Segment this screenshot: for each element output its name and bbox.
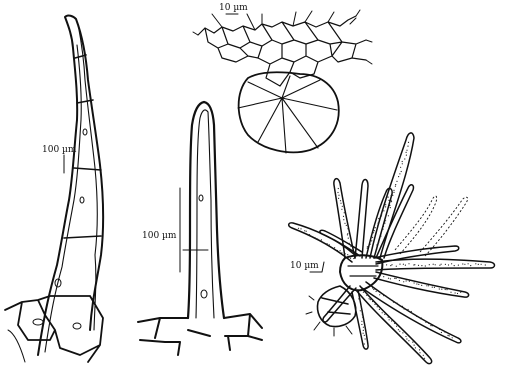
multicellular-hair	[5, 16, 103, 362]
scale-label-stellate: 10 µm	[290, 261, 319, 271]
unicellular-hair	[138, 102, 262, 355]
scale-label-multicellular-hair: 100 µm	[42, 145, 77, 155]
stellate-trichome	[289, 133, 495, 364]
scale-label-unicellular-hair: 100 µm	[142, 231, 177, 241]
scale-label-gland: 10 µm	[219, 3, 248, 13]
glandular-trichome	[193, 10, 372, 153]
